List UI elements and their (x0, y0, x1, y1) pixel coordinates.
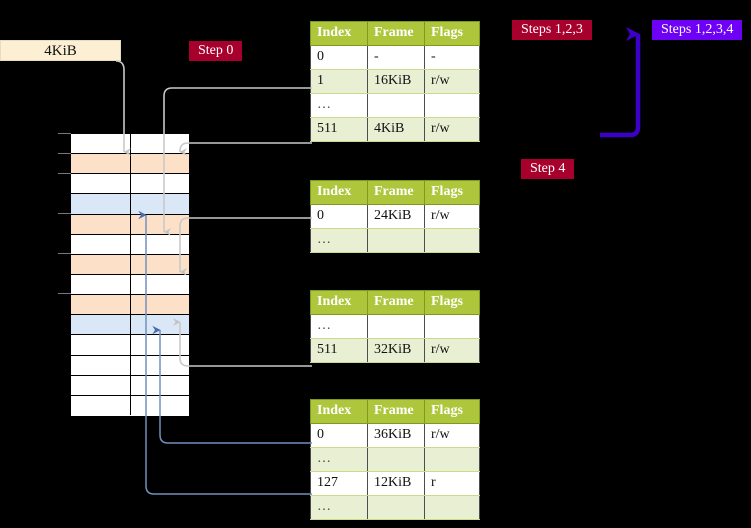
cell-frame: 4KiB (367, 117, 425, 142)
column-header-flags: Flags (424, 180, 480, 205)
cell-index: 511 (310, 338, 368, 363)
memory-tick (58, 133, 71, 134)
cell-index: 511 (310, 117, 368, 142)
cell-index: … (310, 495, 368, 520)
page-size-box: 4KiB (0, 40, 121, 61)
column-header-flags: Flags (424, 290, 480, 315)
connector-pdpt-row0-to-memory (179, 217, 312, 276)
column-header-index: Index (310, 21, 368, 46)
step-0-badge: Step 0 (189, 41, 243, 61)
cell-frame (367, 495, 425, 520)
column-header-flags: Flags (424, 399, 480, 424)
column-header-frame: Frame (367, 290, 425, 315)
table-row: … (310, 228, 480, 253)
memory-tick (58, 213, 71, 214)
column-header-index: Index (310, 290, 368, 315)
column-header-index: Index (310, 399, 368, 424)
cell-frame: 32KiB (367, 338, 425, 363)
cell-flags (424, 228, 480, 253)
cell-flags: r/w (424, 117, 480, 142)
memory-tick (58, 253, 71, 254)
connector-pml4-row511-to-memory (179, 142, 312, 156)
cell-index: 127 (310, 471, 368, 496)
column-header-frame: Frame (367, 399, 425, 424)
steps-1234-bracket-arrow (600, 27, 641, 138)
table-row: … (310, 495, 480, 520)
table-row: … (310, 93, 480, 118)
table-row: 0-- (310, 45, 480, 70)
cell-flags: r/w (424, 338, 480, 363)
cell-index: 0 (310, 204, 368, 229)
column-header-index: Index (310, 180, 368, 205)
connector-pd-row511-to-memory (173, 318, 312, 367)
cell-frame: 24KiB (367, 204, 425, 229)
cell-frame (367, 93, 425, 118)
table-row: … (310, 314, 480, 339)
cell-flags: r/w (424, 204, 480, 229)
cell-flags (424, 495, 480, 520)
memory-tick (58, 293, 71, 294)
step-4-badge: Step 4 (521, 159, 575, 179)
cell-flags: r/w (424, 423, 480, 448)
memory-column-divider (130, 133, 131, 415)
cell-frame (367, 314, 425, 339)
cell-flags (424, 447, 480, 472)
cell-frame (367, 447, 425, 472)
column-header-frame: Frame (367, 180, 425, 205)
cell-index: … (310, 447, 368, 472)
memory-tick (58, 173, 71, 174)
cell-index: 0 (310, 423, 368, 448)
cell-index: 0 (310, 45, 368, 70)
column-header-flags: Flags (424, 21, 480, 46)
cell-frame: 16KiB (367, 69, 425, 94)
cell-flags: r/w (424, 69, 480, 94)
cell-flags (424, 314, 480, 339)
cell-index: … (310, 228, 368, 253)
cell-frame: 36KiB (367, 423, 425, 448)
table-row: … (310, 447, 480, 472)
steps-123-badge: Steps 1,2,3 (512, 20, 592, 40)
cell-flags: r (424, 471, 480, 496)
cell-flags: - (424, 45, 480, 70)
cell-index: … (310, 93, 368, 118)
column-header-frame: Frame (367, 21, 425, 46)
cell-frame (367, 228, 425, 253)
memory-tick (58, 153, 71, 154)
cell-index: … (310, 314, 368, 339)
cell-index: 1 (310, 69, 368, 94)
steps-1234-badge: Steps 1,2,3,4 (652, 20, 743, 40)
cell-flags (424, 93, 480, 118)
cell-frame: - (367, 45, 425, 70)
cell-frame: 12KiB (367, 471, 425, 496)
